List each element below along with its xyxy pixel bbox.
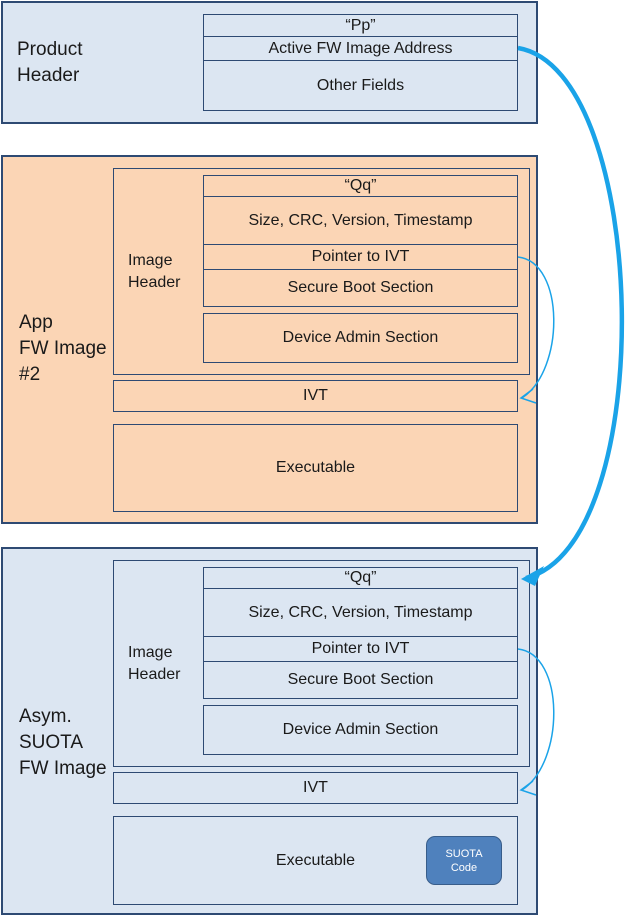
suota-magic-field: “Qq”	[203, 567, 518, 589]
suota-size-crc-field: Size, CRC, Version, Timestamp	[203, 588, 518, 637]
suota-code-badge: SUOTA Code	[426, 836, 502, 885]
other-fields-field: Other Fields	[203, 60, 518, 111]
active-fw-image-address-field: Active FW Image Address	[203, 36, 518, 61]
app-image-header-label-line-2: Header	[128, 274, 181, 291]
app-size-crc-field: Size, CRC, Version, Timestamp	[203, 196, 518, 245]
app-fw-image-label: App FW Image #2	[19, 310, 107, 388]
product-header-label: Product Header	[17, 37, 82, 89]
suota-image-header-label-line-2: Header	[128, 666, 181, 683]
suota-fw-image-label: Asym. SUOTA FW Image	[19, 704, 107, 782]
suota-image-header-label: Image Header	[128, 642, 180, 686]
app-ivt-box: IVT	[113, 380, 518, 412]
suota-code-line-1: SUOTA	[445, 847, 483, 860]
product-header-label-line-2: Header	[17, 65, 80, 86]
app-image-header-label-line-1: Image	[128, 252, 173, 269]
suota-device-admin-section: Device Admin Section	[203, 705, 518, 755]
app-image-header-label: Image Header	[128, 250, 180, 294]
product-header-label-line-1: Product	[17, 39, 83, 60]
app-fw-image-label-line-3: #2	[19, 364, 41, 385]
suota-fw-image-label-line-2: SUOTA	[19, 732, 84, 753]
suota-fw-image-label-line-1: Asym.	[19, 706, 72, 727]
suota-code-line-2: Code	[450, 861, 478, 874]
app-fw-image-label-line-1: App	[19, 312, 53, 333]
suota-ivt-box: IVT	[113, 772, 518, 804]
suota-pointer-to-ivt-field: Pointer to IVT	[203, 636, 518, 662]
suota-executable-box: Executable	[113, 816, 518, 905]
suota-secure-boot-section: Secure Boot Section	[203, 661, 518, 699]
app-magic-field: “Qq”	[203, 175, 518, 197]
suota-image-header-label-line-1: Image	[128, 644, 173, 661]
app-secure-boot-section: Secure Boot Section	[203, 269, 518, 307]
product-header-magic-field: “Pp”	[203, 14, 518, 37]
app-fw-image-label-line-2: FW Image	[19, 338, 107, 359]
app-pointer-to-ivt-field: Pointer to IVT	[203, 244, 518, 270]
suota-fw-image-label-line-3: FW Image	[19, 758, 107, 779]
app-device-admin-section: Device Admin Section	[203, 313, 518, 363]
app-executable-box: Executable	[113, 424, 518, 512]
